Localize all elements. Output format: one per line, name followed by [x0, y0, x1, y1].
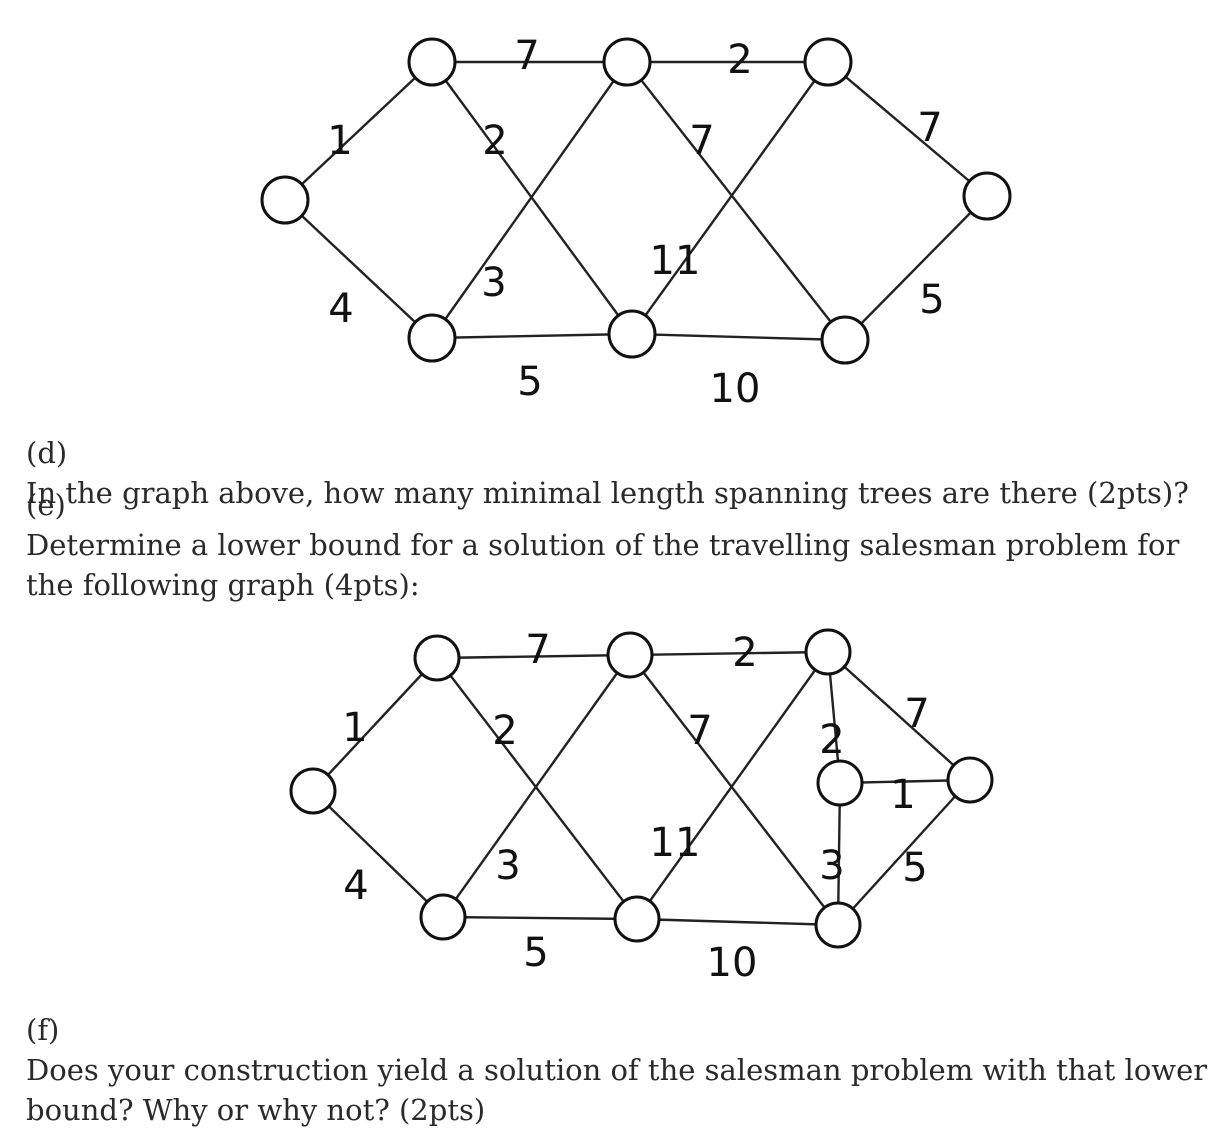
graph2-node-n2 — [413, 634, 461, 682]
graph2-weight-label-n9-n7: 3 — [819, 843, 844, 889]
graph2-weight-label-n9-n8: 1 — [890, 772, 915, 818]
graph2-edge-n1-n3 — [312, 790, 444, 918]
question-d-line-1: In the graph above, how many minimal len… — [26, 476, 1189, 510]
question-e-line-2: the following graph (4pts): — [26, 568, 420, 602]
graph1-weight-label-n4-n6: 2 — [727, 37, 752, 83]
graph2-edge-n5-n7 — [636, 917, 839, 927]
question-e-tag: (e) — [26, 488, 66, 522]
graph1-weight-label-n5-n6: 11 — [650, 238, 701, 284]
graph1-weight-label-n6-n8: 7 — [917, 105, 942, 151]
graph2-edge-n3-n5 — [442, 915, 638, 921]
graph2-node-n9 — [816, 759, 864, 807]
graph2-weight-label-n3-n4: 3 — [495, 843, 520, 889]
graph1-weight-label-n3-n5: 5 — [517, 359, 542, 405]
graph1-edge-n5-n7 — [631, 332, 846, 342]
graph2-edge-n9-n7 — [836, 782, 842, 926]
graph2-edge-n3-n4 — [442, 654, 631, 918]
graph1-edge-n1-n3 — [284, 199, 433, 339]
graph2-node-n5 — [613, 895, 661, 943]
graph1-edge-n3-n5 — [431, 332, 633, 340]
graph2-edge-n1-n2 — [312, 657, 438, 792]
question-e-line-1: Determine a lower bound for a solution o… — [26, 528, 1180, 562]
graph2-edge-n2-n4 — [436, 653, 631, 660]
graph1-edge-n1-n2 — [284, 61, 433, 201]
graph2-node-n3 — [419, 893, 467, 941]
graph1-node-n4 — [602, 37, 652, 87]
graph1-weight-label-n2-n5: 2 — [482, 118, 507, 164]
question-f: (f) Does your construction yield a soluti… — [26, 1010, 1222, 1130]
graph1-weight-label-n1-n2: 1 — [327, 118, 352, 164]
graph2-edge-n4-n7 — [629, 654, 839, 926]
graph2-weight-label-n6-n8: 7 — [904, 691, 929, 737]
graph2-edge-n2-n5 — [436, 657, 638, 920]
graph1-node-n8 — [962, 171, 1012, 221]
graph2-node-n8 — [946, 756, 994, 804]
graph2-edge-n6-n8 — [827, 651, 971, 781]
graph1-node-n7 — [820, 315, 870, 365]
graph1-weight-label-n4-n7: 7 — [689, 118, 714, 164]
graph2-weight-label-n7-n8: 5 — [902, 845, 927, 891]
question-d-tag: (d) — [26, 436, 68, 470]
graph2-node-n1 — [289, 767, 337, 815]
graph2-edge-n4-n6 — [629, 650, 829, 657]
graph1-weight-label-n3-n4: 3 — [481, 260, 506, 306]
graph2-edge-n5-n6 — [636, 651, 829, 920]
graph1-weight-label-n1-n3: 4 — [328, 286, 353, 332]
graph1-weight-label-n2-n4: 7 — [514, 33, 539, 79]
graph1-weight-label-n5-n7: 10 — [710, 366, 761, 412]
graph1-node-n2 — [407, 37, 457, 87]
graph2-weight-label-n1-n2: 1 — [342, 705, 367, 751]
graph1-node-n3 — [407, 313, 457, 363]
graph1-edge-n5-n6 — [631, 61, 829, 335]
question-f-line-2: bound? Why or why not? (2pts) — [26, 1093, 486, 1127]
graph2-node-n7 — [814, 901, 862, 949]
graph2-weight-label-n2-n4: 7 — [525, 627, 550, 673]
graph2-weight-label-n5-n7: 10 — [707, 940, 758, 986]
graph2-weight-label-n1-n3: 4 — [343, 863, 368, 909]
graph2-weight-label-n5-n6: 11 — [650, 820, 701, 866]
graph1-node-n5 — [607, 309, 657, 359]
graph2-weight-label-n3-n5: 5 — [523, 930, 548, 976]
graph2-weight-label-n4-n6: 2 — [732, 630, 757, 676]
question-f-tag: (f) — [26, 1013, 60, 1047]
graph2-edge-n7-n8 — [837, 779, 971, 926]
graph1-edge-n4-n7 — [626, 61, 846, 341]
graph1-edge-n7-n8 — [844, 195, 988, 341]
graph1-node-n1 — [260, 175, 310, 225]
graph1-weight-label-n7-n8: 5 — [919, 277, 944, 323]
graph1-node-n6 — [803, 37, 853, 87]
graph2-weight-label-n6-n9: 2 — [819, 717, 844, 763]
question-e: (e) Determine a lower bound for a solutio… — [26, 485, 1222, 605]
graph2-weight-label-n4-n7: 7 — [687, 708, 712, 754]
graph2-weight-label-n2-n5: 2 — [492, 708, 517, 754]
graph1-edge-n3-n4 — [431, 61, 628, 339]
graph1-edge-n6-n8 — [827, 61, 988, 197]
question-d: (d) In the graph above, how many minimal … — [26, 433, 1222, 513]
graph2-node-n4 — [606, 631, 654, 679]
graph2-node-n6 — [804, 628, 852, 676]
question-f-line-1: Does your construction yield a solution … — [26, 1053, 1208, 1087]
